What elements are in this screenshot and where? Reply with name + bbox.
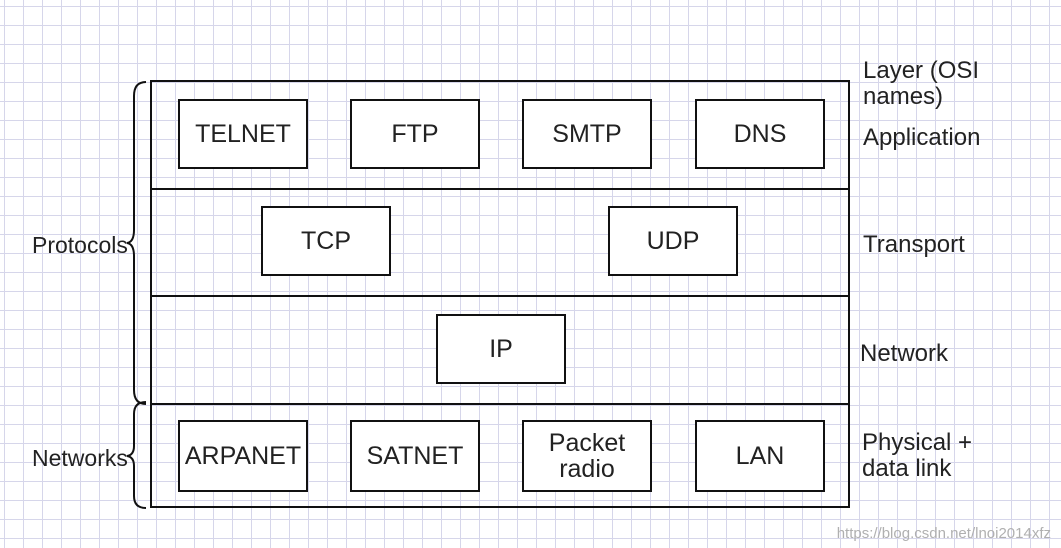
telnet-box: TELNET <box>178 99 308 169</box>
layer-physical-data-link: Physical + data link <box>862 429 973 482</box>
network-row: IP <box>152 297 848 405</box>
layer-transport: Transport <box>863 231 965 258</box>
ftp-box: FTP <box>350 99 480 169</box>
networks-label: Networks <box>32 445 128 471</box>
link-row: ARPANET SATNET Packet radio LAN <box>152 405 848 508</box>
arpanet-box: ARPANET <box>178 420 308 492</box>
smtp-box: SMTP <box>522 99 652 169</box>
tcp-box: TCP <box>261 206 391 276</box>
protocols-label: Protocols <box>32 232 128 258</box>
watermark-url: https://blog.csdn.net/lnoi2014xfz <box>836 525 1051 542</box>
ip-box: IP <box>436 314 566 384</box>
packet-radio-box: Packet radio <box>522 420 652 492</box>
layer-header: Layer (OSI names) <box>863 57 980 110</box>
application-row: TELNET FTP SMTP DNS <box>152 82 848 190</box>
dns-box: DNS <box>695 99 825 169</box>
layer-application: Application <box>863 124 981 151</box>
udp-box: UDP <box>608 206 738 276</box>
layer-network: Network <box>860 340 949 367</box>
transport-row: TCP UDP <box>152 190 848 297</box>
satnet-box: SATNET <box>350 420 480 492</box>
protocol-stack: TELNET FTP SMTP DNS TCP UDP IP ARPANET S… <box>150 80 850 508</box>
lan-box: LAN <box>695 420 825 492</box>
protocols-brace <box>126 81 147 405</box>
networks-brace <box>126 401 147 509</box>
